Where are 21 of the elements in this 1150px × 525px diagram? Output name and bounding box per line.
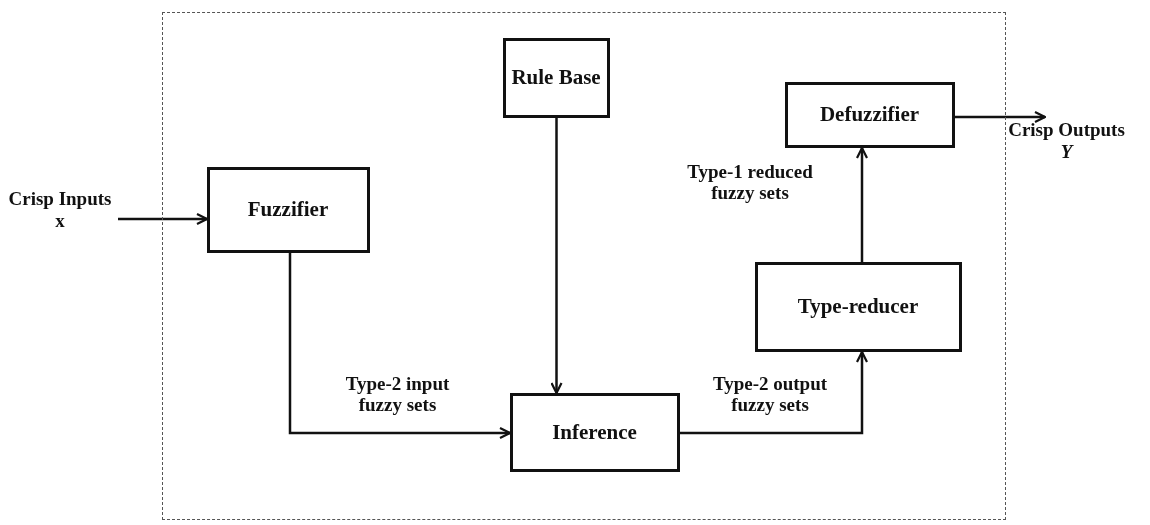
variable-label: Y xyxy=(1060,140,1073,163)
arrow xyxy=(855,146,869,262)
box-label: Type-reducer xyxy=(797,294,919,319)
system-boundary xyxy=(162,12,1006,520)
box-label: Defuzzifier xyxy=(819,102,920,127)
process-box xyxy=(502,37,610,118)
io-label: Crisp Outputs xyxy=(1008,119,1125,141)
process-box xyxy=(509,392,680,472)
arrow xyxy=(288,253,512,440)
box-label: Rule Base xyxy=(511,65,601,90)
arrow xyxy=(680,350,869,435)
box-label: Fuzzifier xyxy=(247,197,329,222)
arrow xyxy=(118,212,209,226)
io-label: Crisp Inputs xyxy=(8,188,112,210)
process-box xyxy=(784,81,955,148)
variable-label: x xyxy=(55,210,65,232)
arrow xyxy=(550,118,563,395)
process-box xyxy=(206,166,370,253)
box-label: Inference xyxy=(552,419,637,445)
process-box xyxy=(754,261,962,352)
arrow xyxy=(955,110,1047,124)
